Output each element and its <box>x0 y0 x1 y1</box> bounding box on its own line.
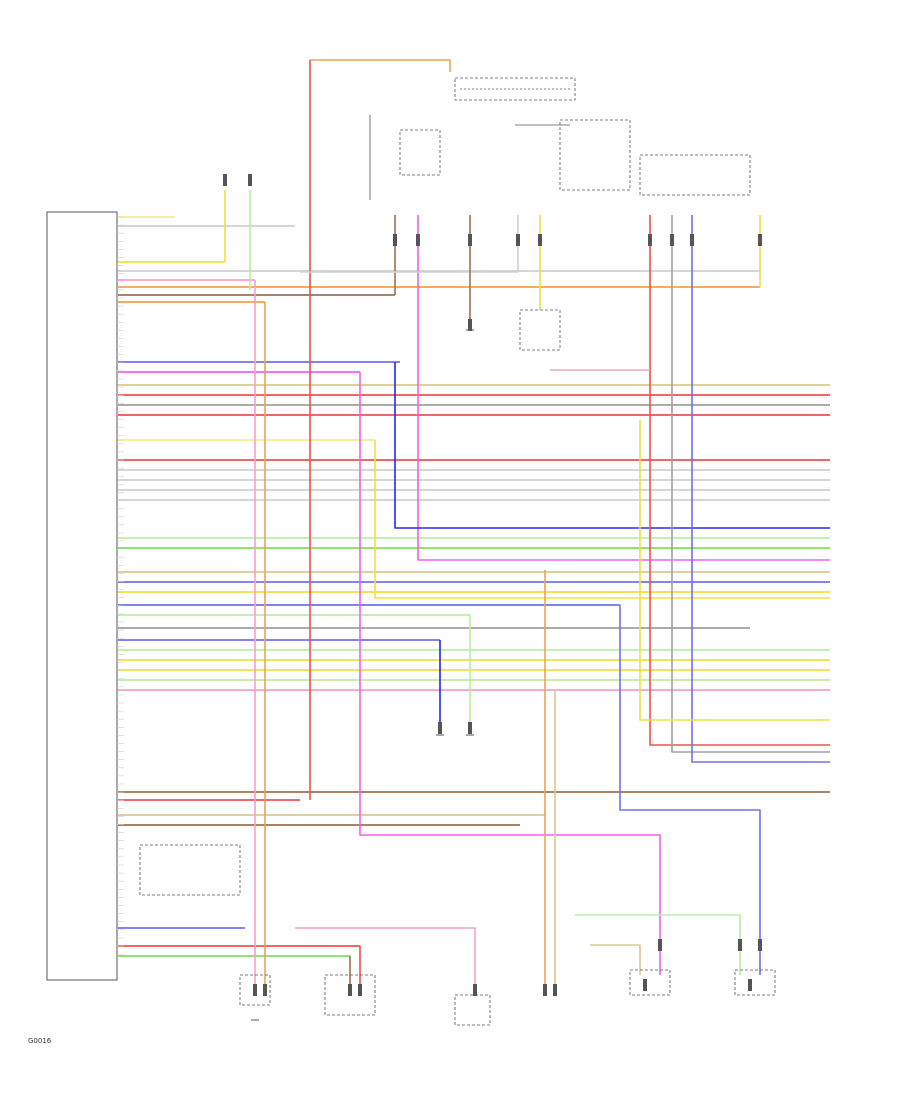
connector-pin <box>468 722 472 734</box>
component-frame <box>399 129 441 176</box>
connector-pin <box>758 939 762 951</box>
connector-pin <box>438 722 442 734</box>
component-frame <box>139 844 241 896</box>
connector-pin <box>643 979 647 991</box>
connector-pin <box>358 984 362 996</box>
wire-run <box>295 927 476 990</box>
connector-pin <box>263 984 267 996</box>
connector-pin <box>538 234 542 246</box>
connector-pin <box>670 234 674 246</box>
ecu-connector-block <box>46 211 118 981</box>
connector-pin <box>468 234 472 246</box>
wire-run <box>619 605 761 975</box>
connector-pin <box>473 984 477 996</box>
wire-run <box>671 215 830 753</box>
wire-run <box>310 59 451 72</box>
wire-run <box>417 215 830 561</box>
wire-run <box>639 420 830 721</box>
connector-pin <box>758 234 762 246</box>
component-frame <box>639 154 751 196</box>
connector-pin <box>393 234 397 246</box>
wire-layer <box>118 59 830 990</box>
wire-run <box>691 215 830 763</box>
connector-pin <box>416 234 420 246</box>
component-frame <box>454 77 576 101</box>
component-frame <box>734 969 776 996</box>
diagram-code: G0016 <box>28 1037 52 1045</box>
component-frame <box>454 994 491 1026</box>
wire-run <box>590 944 641 975</box>
connector-pin <box>223 174 227 186</box>
component-frame <box>559 119 631 191</box>
component-frame <box>324 974 376 1016</box>
component-frame <box>239 974 271 1006</box>
connector-pin <box>658 939 662 951</box>
connector-pin <box>690 234 694 246</box>
connector-pin <box>543 984 547 996</box>
connector-pin <box>348 984 352 996</box>
component-frame <box>519 309 561 351</box>
connector-pin <box>553 984 557 996</box>
wire-run <box>374 440 830 599</box>
connector-pin <box>516 234 520 246</box>
connector-pin <box>748 979 752 991</box>
wire-run <box>575 914 741 975</box>
connector-pin <box>248 174 252 186</box>
wire-run <box>359 372 661 975</box>
connector-pin <box>738 939 742 951</box>
connector-pin <box>648 234 652 246</box>
component-frame <box>629 969 671 996</box>
component-layer <box>46 77 776 1026</box>
connector-pin <box>253 984 257 996</box>
connector-pin <box>468 319 472 331</box>
wire-run <box>649 215 830 746</box>
wire-run <box>300 215 519 273</box>
wire-run <box>394 362 830 529</box>
